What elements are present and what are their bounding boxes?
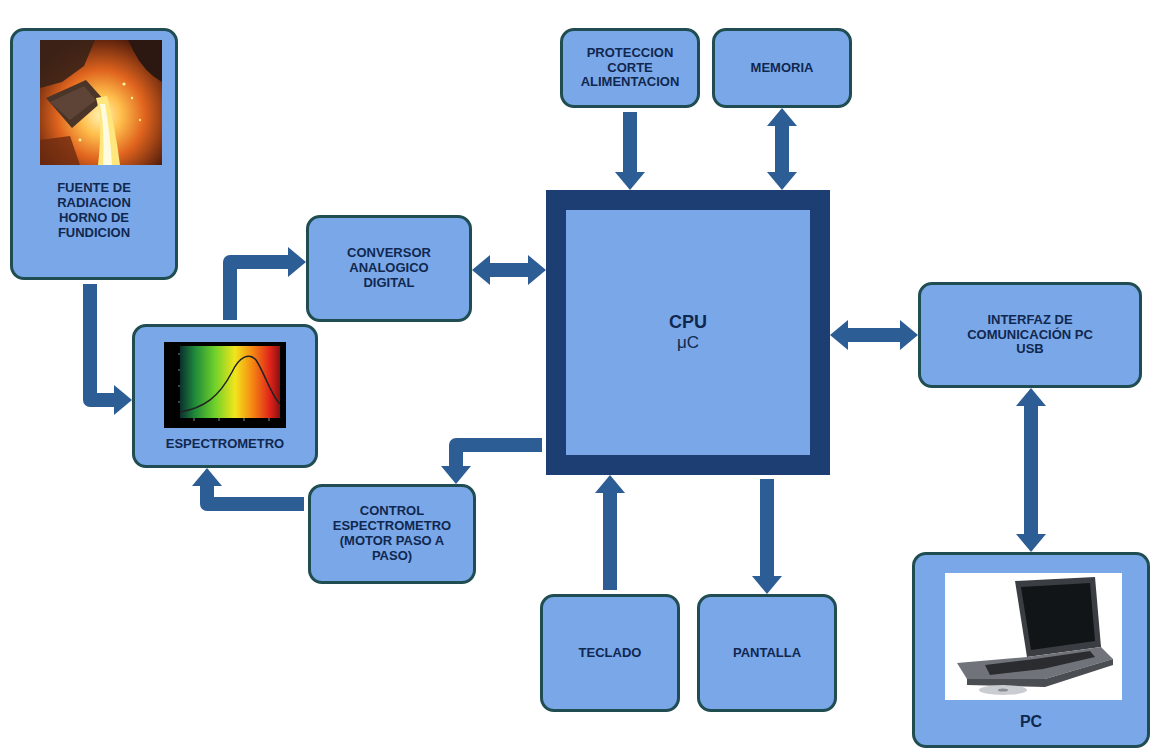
block-arrow	[230, 262, 288, 320]
block-arrow	[490, 263, 528, 277]
node-label: μC	[677, 333, 699, 353]
block-arrow	[456, 445, 542, 466]
node-label: CONVERSOR ANALOGICO DIGITAL	[329, 246, 449, 291]
block-arrow	[848, 328, 900, 342]
adc-box: CONVERSOR ANALOGICO DIGITAL	[306, 215, 472, 322]
cpu-box: CPUμC	[546, 190, 830, 475]
block-arrow	[623, 112, 637, 172]
pc-box: PC	[912, 552, 1150, 748]
usb-interface-box: INTERFAZ DE COMUNICACIÓN PC USB	[918, 282, 1142, 388]
block-arrow	[603, 493, 617, 590]
node-label: ESPECTROMETRO	[166, 437, 284, 452]
power-protection-box: PROTECCION CORTE ALIMENTACION	[560, 28, 700, 108]
node-label: MEMORIA	[751, 61, 814, 76]
spectrum-plot	[164, 342, 286, 428]
block-arrow	[1024, 406, 1038, 534]
block-arrow	[775, 126, 789, 172]
block-arrow	[207, 486, 304, 504]
node-label: CONTROL ESPECTROMETRO (MOTOR PASO A PASO…	[327, 504, 457, 564]
block-arrow	[760, 479, 774, 576]
keyboard-box: TECLADO	[540, 594, 680, 712]
node-label: TECLADO	[579, 646, 642, 661]
node-label: PC	[1020, 713, 1042, 731]
laptop-photo	[945, 573, 1122, 700]
source-box: FUENTE DE RADIACION HORNO DE FUNDICION	[10, 28, 178, 280]
node-label: INTERFAZ DE COMUNICACIÓN PC USB	[960, 313, 1100, 358]
block-arrow	[90, 284, 114, 400]
display-box: PANTALLA	[697, 594, 837, 712]
node-label: PANTALLA	[733, 646, 801, 661]
node-label: FUENTE DE RADIACION HORNO DE FUNDICION	[38, 181, 150, 241]
node-label: PROTECCION CORTE ALIMENTACION	[571, 46, 689, 91]
node-label: CPU	[669, 312, 707, 333]
memory-box: MEMORIA	[712, 28, 852, 108]
spectrometer-box: ESPECTROMETRO	[132, 324, 318, 468]
furnace-photo	[40, 40, 162, 165]
motor-control-box: CONTROL ESPECTROMETRO (MOTOR PASO A PASO…	[308, 484, 476, 584]
